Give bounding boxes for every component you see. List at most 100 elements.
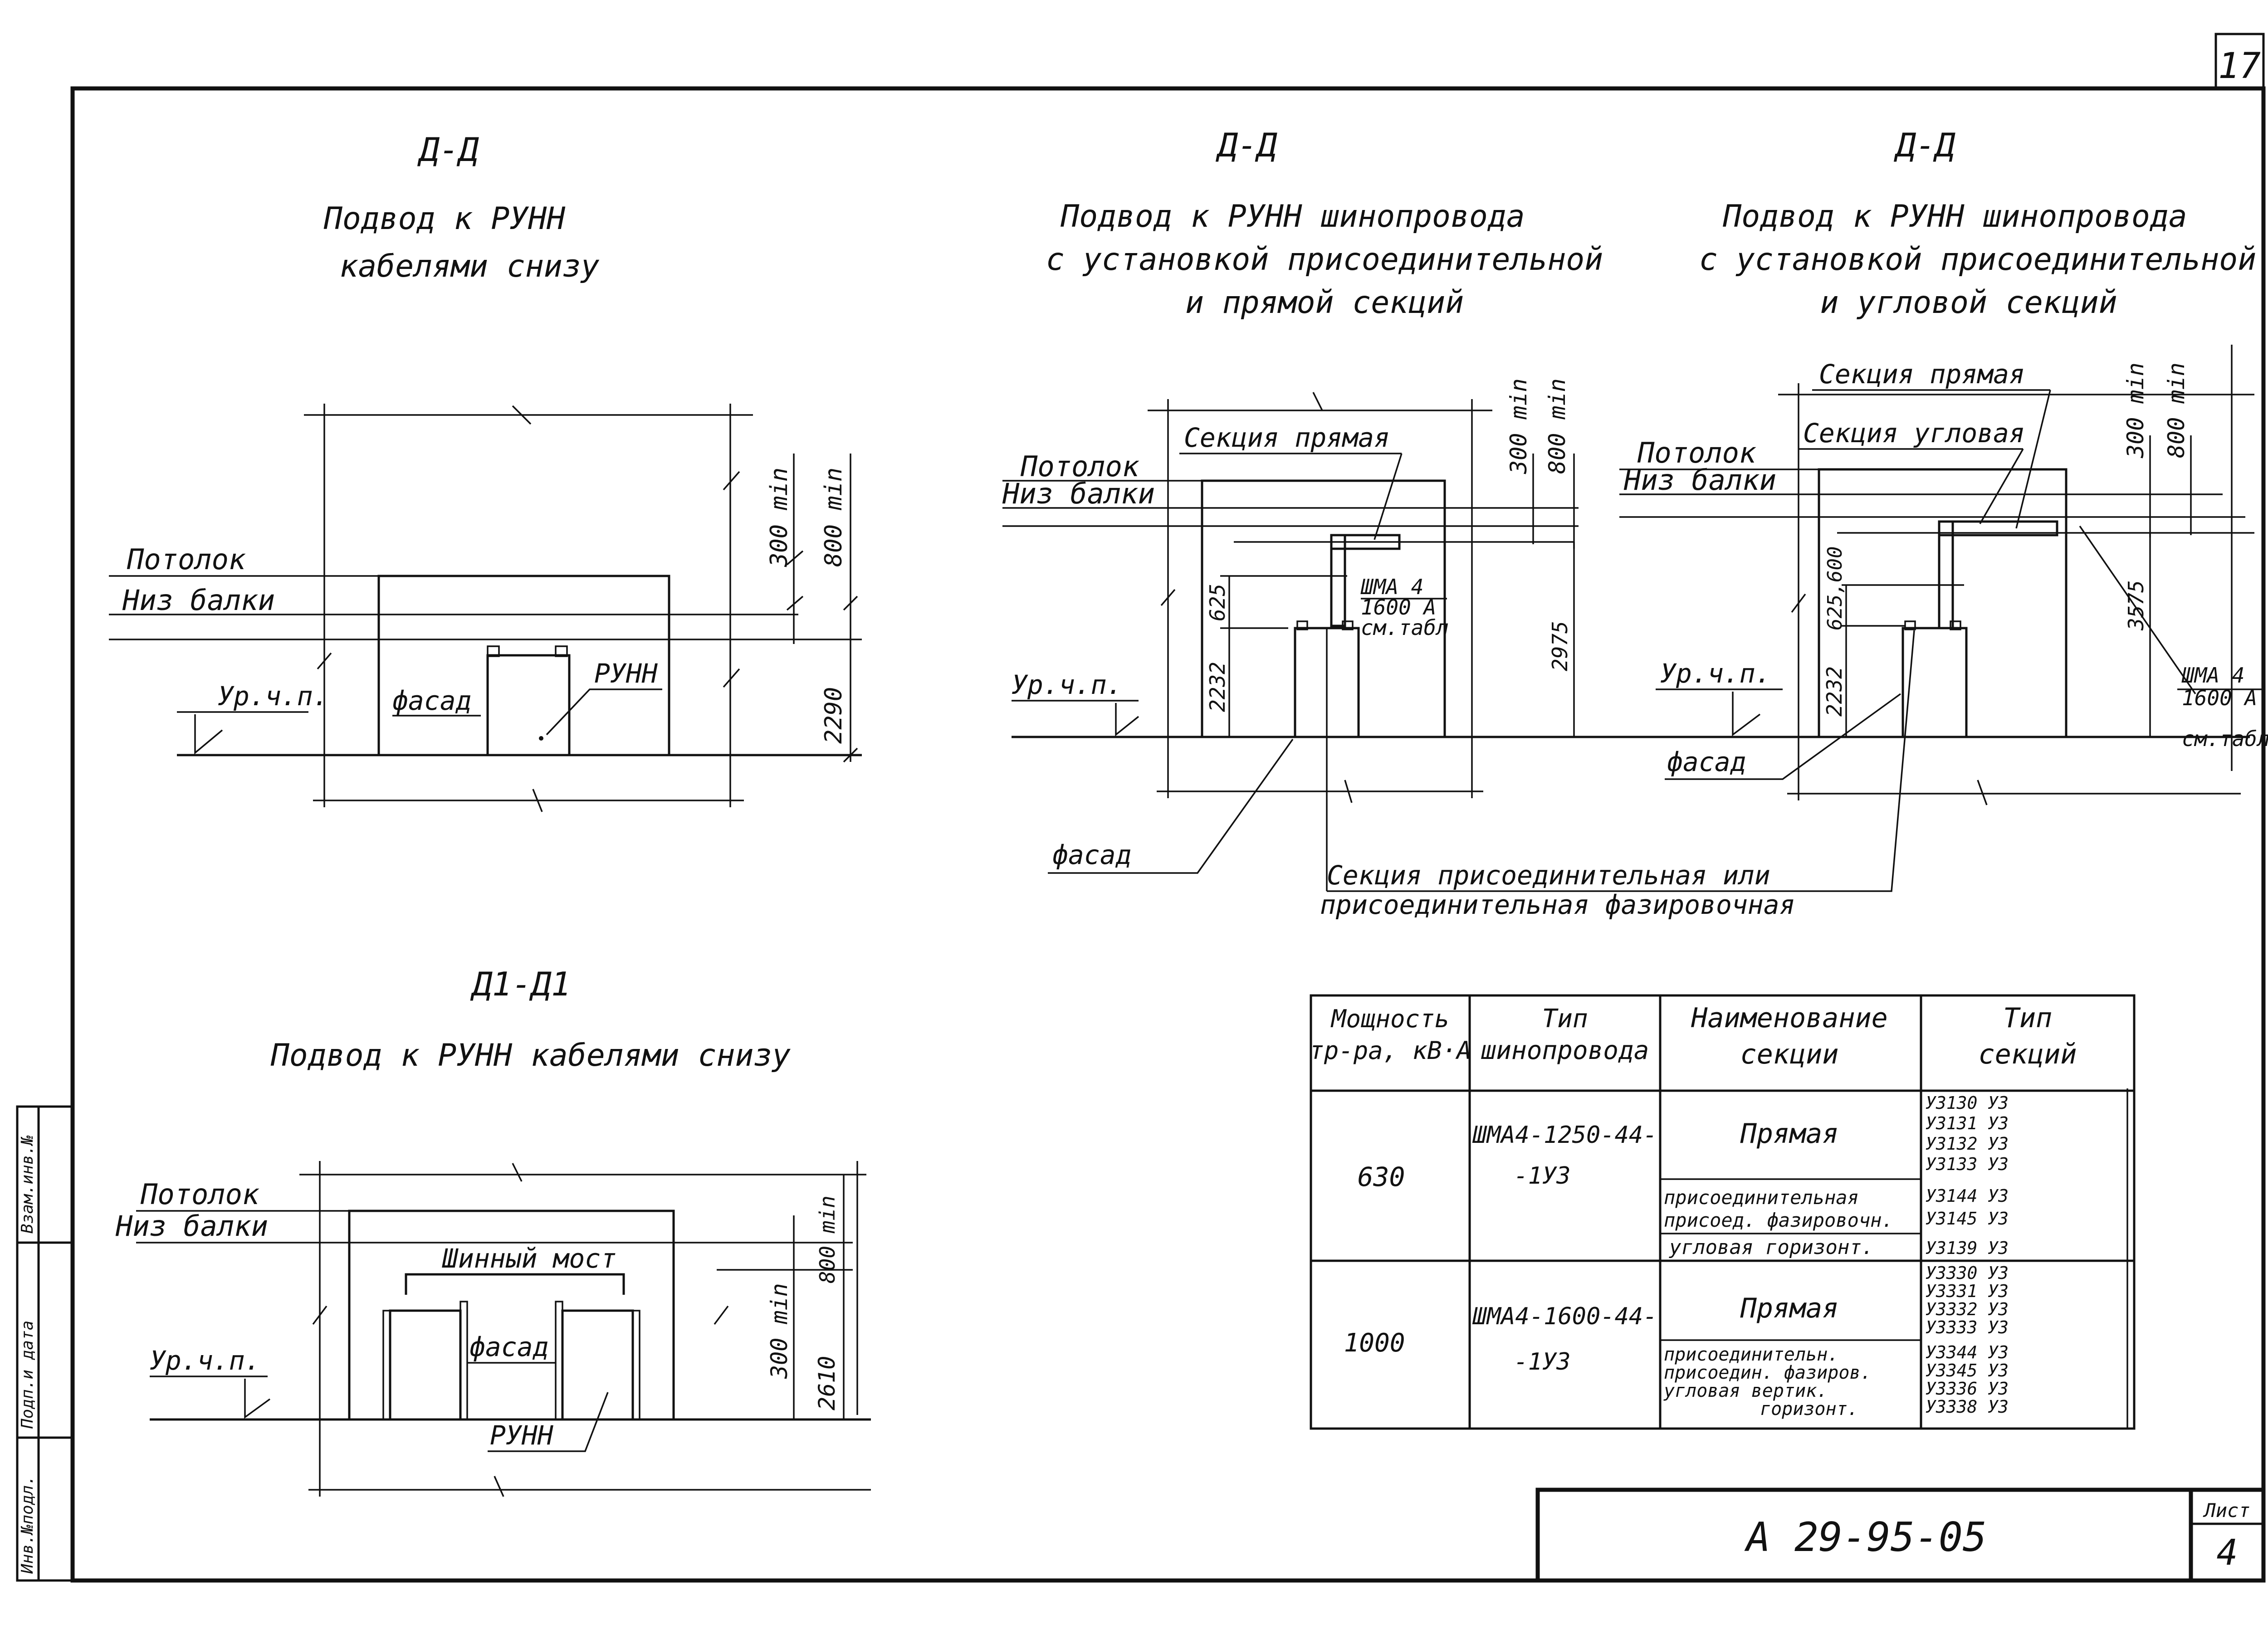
code-630-3: У3132 У3 (1926, 1134, 2009, 1154)
row-1000-busway-1: ШМА4-1600-44- (1472, 1303, 1657, 1330)
row-630-power: 630 (1358, 1161, 1405, 1192)
th-busway-2: шинопровода (1481, 1036, 1649, 1065)
section-a-title-2: кабелями снизу (339, 249, 599, 284)
list-number: 4 (2217, 1532, 2238, 1573)
section-a-floor-label: Ур.ч.п. (218, 681, 328, 712)
section-c-beam (1818, 468, 2068, 738)
row-630-busway-2: -1У3 (1514, 1162, 1570, 1190)
section-b-floor-label: Ур.ч.п. (1012, 669, 1122, 700)
section-d-beam-label: Низ балки (115, 1210, 268, 1243)
section-d-facade: фасад (469, 1332, 549, 1362)
section-b-busway-1: ШМА 4 (1360, 575, 1423, 599)
th-type-1: Тип (2003, 1002, 2052, 1034)
stamp-replace: Взам.инв.№ (18, 1135, 37, 1234)
section-c-busway-3: см.табл (2182, 727, 2268, 751)
row-1000-power: 1000 (1344, 1328, 1405, 1358)
title-block: А 29-95-05 Лист 4 (1535, 1488, 2263, 1580)
section-a-title-1: Подвод к РУНН (323, 201, 566, 237)
section-c-straight: Секция прямая (1819, 359, 2025, 390)
section-b: Д-Д Подвод к РУНН шинопровода с установк… (1002, 126, 1624, 874)
code-1000-1: У3330 У3 (1926, 1263, 2009, 1283)
section-c-title-3: и угловой секций (1820, 285, 2117, 321)
section-b-facade: фасад (1052, 839, 1132, 870)
code-1000-8: У3338 У3 (1926, 1397, 2009, 1417)
code-1000-7: У3336 У3 (1926, 1379, 2009, 1399)
code-630-7: У3139 У3 (1926, 1238, 2009, 1258)
code-1000-5: У3344 У3 (1926, 1342, 2009, 1362)
section-c-busway-1: ШМА 4 (2181, 663, 2244, 688)
th-name-1: Наименование (1691, 1002, 1887, 1034)
code-1000-6: У3345 У3 (1926, 1361, 2009, 1380)
section-b-title-3: и прямой секций (1185, 285, 1464, 321)
section-d-dim-2610: 2610 (814, 1356, 840, 1410)
section-b-dim-2975: 2975 (1548, 621, 1572, 671)
stamp-inv: Инв.№подл. (18, 1475, 37, 1574)
section-d-cabinet-right (561, 1309, 634, 1421)
section-c-runn-cabinet (1901, 627, 1968, 738)
section-b-dim-800: 800 min (1544, 378, 1570, 474)
code-1000-3: У3332 У3 (1926, 1299, 2009, 1319)
section-c: Д-Д Подвод к РУНН шинопровода с установк… (1619, 126, 2268, 805)
th-power-1: Мощность (1330, 1005, 1449, 1033)
busway-table: Мощность тр-ра, кВ·А Тип шинопровода Наи… (1309, 994, 2136, 1430)
section-a-dim-2290: 2290 (820, 687, 847, 744)
section-c-ceiling: Потолок (1637, 436, 1756, 469)
drawing-code: А 29-95-05 (1744, 1514, 1987, 1561)
section-c-mark: Д-Д (1893, 126, 1956, 164)
section-c-dim-625: 625,600 (1823, 546, 1847, 630)
row-1000-straight: Прямая (1740, 1293, 1839, 1324)
page-number-box (2214, 33, 2265, 90)
section-a-facade: фасад (392, 685, 472, 716)
row-630-conn-1: присоединительная (1664, 1186, 1859, 1209)
section-d: Д1-Д1 Подвод к РУНН кабелями снизу Потол… (115, 965, 871, 1497)
section-d-dim-300: 300 min (766, 1283, 792, 1379)
note-line-1: Секция присоединительная или (1327, 860, 1770, 891)
row-630-busway-1: ШМА4-1250-44- (1472, 1122, 1657, 1149)
section-a-beam-label: Низ балки (122, 584, 275, 617)
section-d-title: Подвод к РУНН кабелями снизу (270, 1038, 791, 1073)
code-630-4: У3133 У3 (1926, 1154, 2009, 1174)
row-1000-angle-1: угловая вертик. (1663, 1380, 1828, 1401)
list-label: Лист (2203, 1499, 2250, 1522)
section-b-title-1: Подвод к РУНН шинопровода (1060, 199, 1525, 234)
section-c-title-2: с установкой присоединительной (1699, 242, 2256, 278)
section-d-runn: РУНН (490, 1420, 554, 1451)
section-c-title-1: Подвод к РУНН шинопровода (1722, 199, 2187, 234)
row-630-angle: угловая горизонт. (1669, 1236, 1873, 1259)
section-c-floor-label: Ур.ч.п. (1660, 658, 1771, 689)
section-a-runn: РУНН (594, 658, 658, 689)
row-1000-angle-2: горизонт. (1760, 1399, 1858, 1419)
section-d-mark: Д1-Д1 (470, 965, 571, 1003)
row-1000-busway-2: -1У3 (1514, 1348, 1570, 1375)
th-power-2: тр-ра, кВ·А (1309, 1036, 1471, 1065)
row-630-straight: Прямая (1740, 1118, 1839, 1150)
side-stamp: Инв.№подл. Подп.и дата Взам.инв.№ (16, 1105, 74, 1582)
section-a-runn-cabinet (486, 654, 571, 756)
section-d-floor-label: Ур.ч.п. (150, 1345, 260, 1376)
outer-frame (70, 86, 2266, 1583)
section-c-beam-label: Низ балки (1623, 463, 1776, 497)
th-type-2: секций (1979, 1039, 2077, 1070)
section-d-bridge: Шинный мост (442, 1243, 616, 1274)
row-630-conn-2: присоед. фазировочн. (1664, 1209, 1893, 1231)
section-b-mark: Д-Д (1215, 126, 1278, 164)
section-d-cabinet-left (389, 1309, 462, 1421)
section-c-dim-800: 800 min (2163, 362, 2190, 458)
section-c-dim-300: 300 min (2122, 362, 2149, 458)
section-a-ceiling: Потолок (127, 543, 246, 576)
section-a-dim-300: 300 min (766, 468, 793, 567)
code-630-5: У3144 У3 (1926, 1186, 2009, 1206)
section-b-title-2: с установкой присоединительной (1046, 242, 1603, 278)
section-a-dim-800: 800 min (820, 468, 847, 567)
th-name-2: секции (1740, 1039, 1839, 1070)
code-1000-2: У3331 У3 (1926, 1281, 2009, 1301)
connecting-section-note: Секция присоединительная или присоединит… (1320, 628, 1915, 920)
th-busway-1: Тип (1542, 1004, 1588, 1034)
section-a: Д-Д Подвод к РУНН кабелями снизу Потолок… (109, 131, 862, 812)
section-b-straight: Секция прямая (1184, 422, 1390, 453)
row-1000-conn-1: присоединительн. (1664, 1344, 1838, 1365)
section-b-busway-3: см.табл (1361, 615, 1449, 640)
row-1000-conn-2: присоедин. фазиров. (1664, 1362, 1872, 1383)
section-c-dim-3575: 3575 (2124, 580, 2148, 631)
code-630-2: У3131 У3 (1926, 1113, 2009, 1133)
